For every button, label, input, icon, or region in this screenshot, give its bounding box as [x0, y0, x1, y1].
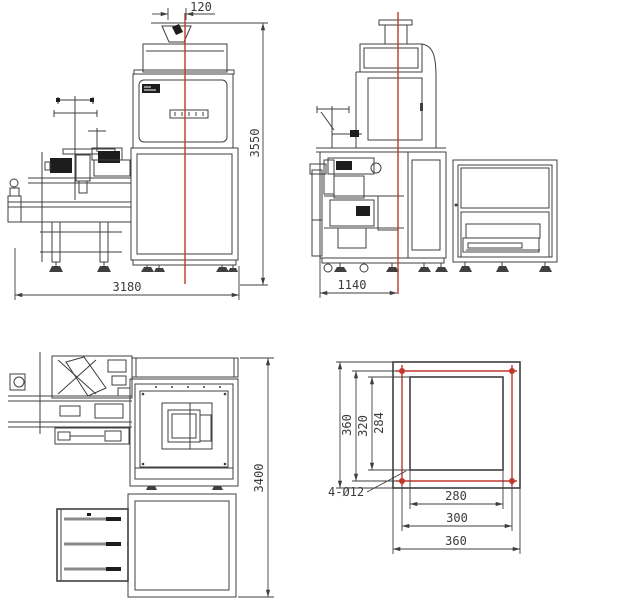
side-dim-width-label: 1140 [338, 278, 367, 292]
front-dim-height: 3550 [240, 23, 268, 286]
front-dim-width-label: 3180 [113, 280, 142, 294]
plan-view-drawer-unit [56, 508, 129, 582]
front-dim-inlet-offset-label: 120 [190, 0, 212, 14]
plate-dim-vertical-outer: 360 [336, 361, 393, 489]
plan-view-conveyor-assembly [8, 352, 133, 445]
front-dim-width: 3180 [14, 248, 240, 300]
side-view-machine-body [309, 19, 448, 273]
side-view: 1140 [309, 12, 558, 298]
front-machine-feet [141, 265, 238, 272]
plate-dim-vertical-holes-label: 320 [356, 415, 370, 437]
side-view-cabinet [452, 159, 558, 272]
plate-dim-horizontal-opening-label: 280 [445, 489, 467, 503]
bolt-hole-top-right [509, 368, 515, 374]
front-view: 120 3550 3180 [7, 0, 268, 300]
plate-bolt-centerlines [396, 365, 517, 486]
plate-dim-horizontal-opening: 280 [409, 470, 504, 509]
bolt-hole-bottom-right [509, 478, 515, 484]
plan-view: 3400 [8, 352, 274, 598]
plan-view-machine-body [129, 357, 239, 490]
plate-dim-horizontal-outer: 360 [392, 488, 521, 554]
plate-holes-callout: 4-Ø12 [328, 470, 407, 499]
bolt-hole-top-left [399, 368, 405, 374]
plan-dim-depth: 3400 [238, 357, 274, 598]
front-view-machine-body [130, 22, 268, 272]
plate-dim-vertical-opening-label: 284 [372, 412, 386, 434]
plate-dim-horizontal-holes: 300 [401, 486, 513, 531]
plan-dim-depth-label: 3400 [252, 464, 266, 493]
side-dim-width: 1140 [319, 258, 397, 298]
plate-dim-vertical-outer-label: 360 [340, 414, 354, 436]
plate-dim-horizontal-holes-label: 300 [446, 511, 468, 525]
plate-dim-vertical-opening: 284 [368, 376, 410, 471]
plate-dim-vertical-holes: 320 [352, 370, 397, 482]
plate-dim-horizontal-outer-label: 360 [445, 534, 467, 548]
bolt-hole-bottom-left [399, 478, 405, 484]
mounting-plate-detail: 360 320 284 280 300 [328, 361, 521, 554]
front-view-conveyor-assembly [7, 96, 131, 272]
front-dim-height-label: 3550 [248, 129, 262, 158]
plate-holes-callout-label: 4-Ø12 [328, 485, 364, 499]
plan-view-lower-platform [127, 493, 237, 598]
plate-geometry [392, 361, 521, 489]
front-dim-inlet-offset: 120 [152, 0, 215, 20]
